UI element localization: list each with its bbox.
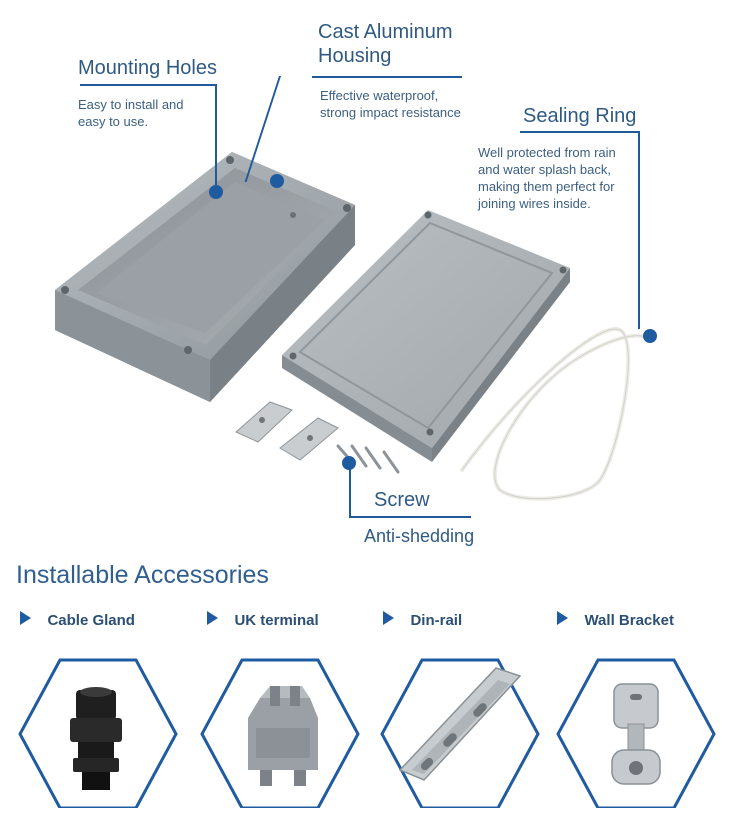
sealing-ring-line-h (520, 131, 638, 133)
mounting-brackets (235, 401, 339, 461)
mounting-holes-line-h (80, 84, 217, 86)
accessories-title: Installable Accessories (16, 561, 269, 589)
housing-title: Cast Aluminum Housing (318, 21, 453, 67)
sealing-ring-title: Sealing Ring (523, 105, 637, 127)
sealing-ring-dot (643, 329, 657, 343)
mounting-holes-title: Mounting Holes (78, 57, 217, 79)
triangle-icon (20, 611, 31, 625)
sealing-ring-desc: Well protected from rain and water splas… (478, 145, 616, 211)
triangle-icon (557, 611, 568, 625)
screw-line-h (349, 516, 471, 518)
accessory-label-din-rail: Din-rail (383, 611, 462, 630)
triangle-icon (383, 611, 394, 625)
screw-line-v (349, 462, 351, 518)
triangle-icon (207, 611, 218, 625)
uk-terminal-image (200, 658, 360, 810)
accessory-label-cable-gland: Cable Gland (20, 611, 135, 630)
housing-line-h (312, 76, 462, 78)
housing-body (55, 152, 355, 402)
accessory-label-wall-bracket: Wall Bracket (557, 611, 674, 630)
housing-desc: Effective waterproof, strong impact resi… (320, 88, 461, 120)
housing-lid (282, 210, 570, 462)
accessory-label-uk-terminal: UK terminal (207, 611, 319, 630)
wall-bracket-image (556, 658, 716, 810)
din-rail-image (380, 658, 540, 810)
product-illustration (55, 152, 652, 501)
screw-dot (342, 456, 356, 470)
sealing-ring-line-v (638, 131, 640, 329)
cable-gland-image (18, 658, 178, 810)
mounting-holes-desc: Easy to install and easy to use. (78, 97, 184, 129)
mounting-holes-line-v (215, 84, 217, 194)
housing-dot (270, 174, 284, 188)
screw-title: Screw (374, 489, 430, 511)
screw-subtitle: Anti-shedding (364, 526, 475, 546)
mounting-holes-dot (209, 185, 223, 199)
